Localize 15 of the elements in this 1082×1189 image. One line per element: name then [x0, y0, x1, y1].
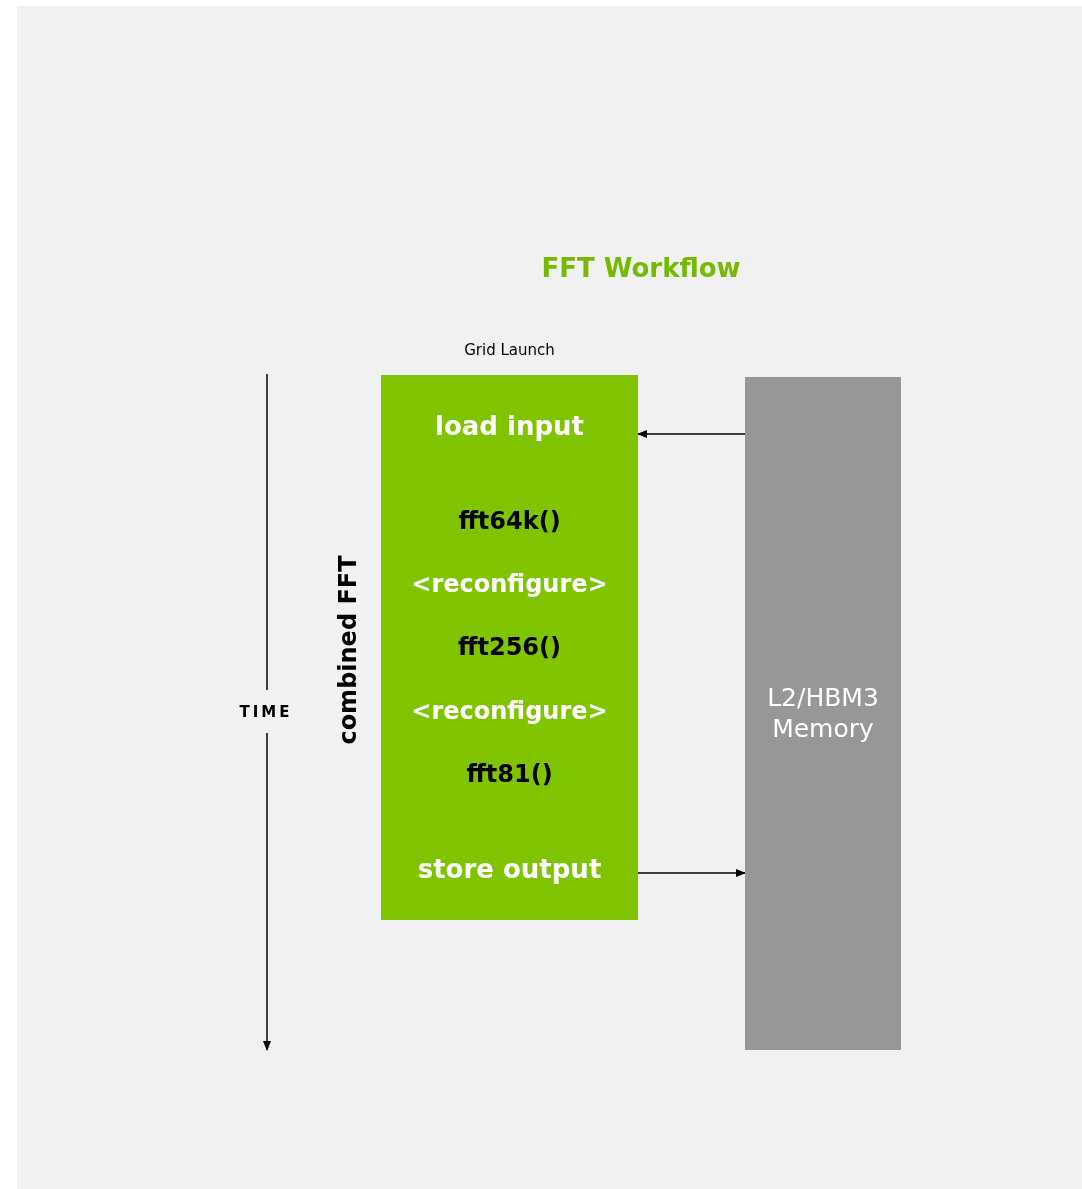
step-text: load input	[435, 409, 584, 443]
arrow	[637, 869, 746, 877]
memory-block	[745, 377, 901, 1050]
function-text: fft81()	[466, 759, 553, 789]
step-text: <reconfigure>	[411, 569, 608, 599]
side-label: combined FFT	[334, 555, 362, 745]
function-text: fft256()	[458, 632, 561, 662]
arrow	[637, 430, 746, 438]
box-heading: Grid Launch	[464, 340, 555, 360]
step-text: store output	[417, 852, 602, 886]
function-text: fft64k()	[458, 506, 561, 536]
diagram-title: FFT Workflow	[541, 253, 741, 283]
memory-label: L2/HBM3 Memory	[766, 681, 880, 745]
step-text: <reconfigure>	[411, 696, 608, 726]
axis-label: TIME	[239, 703, 293, 721]
